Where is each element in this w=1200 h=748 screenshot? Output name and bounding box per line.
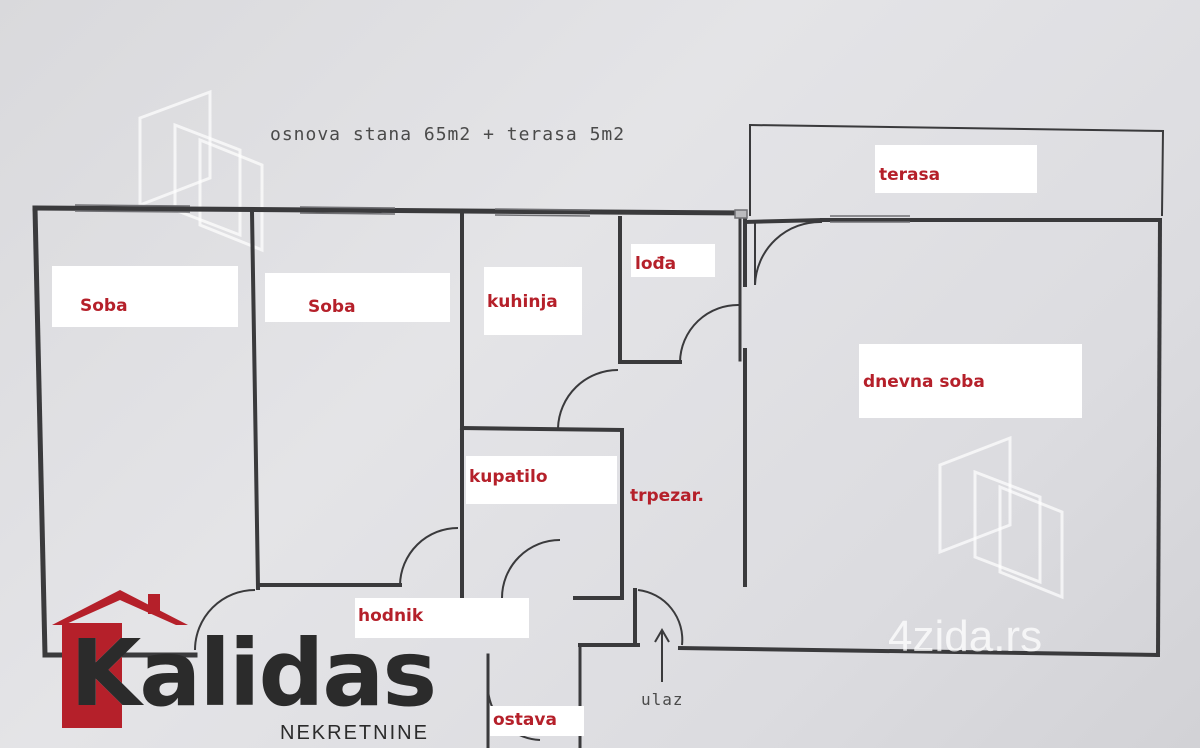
room-label-loda: lođa — [631, 244, 715, 277]
room-label-hodnik: hodnik — [355, 598, 529, 638]
room-label-dnevna-soba: dnevna soba — [859, 344, 1082, 418]
door-swings — [194, 220, 823, 741]
plan-caption: osnova stana 65m2 + terasa 5m2 — [270, 124, 626, 145]
entrance-label: ulaz — [641, 690, 684, 709]
room-label-kuhinja: kuhinja — [484, 267, 582, 335]
watermark-cube-icon — [138, 89, 264, 253]
windows — [74, 204, 910, 223]
room-label-kupatilo: kupatilo — [466, 456, 617, 504]
house-icon — [52, 590, 188, 728]
room-label-trpezar: trpezar. — [630, 486, 704, 506]
entrance-arrow-icon — [654, 628, 670, 682]
logo-name: Kalidas — [70, 620, 437, 727]
room-label-soba-1: Soba — [52, 266, 238, 327]
walls — [32, 123, 1165, 748]
watermark-text: 4zida.rs — [888, 612, 1043, 661]
room-label-soba-2: Soba — [265, 273, 450, 322]
watermark-cube-icon-2 — [938, 435, 1064, 600]
room-label-terasa: terasa — [875, 145, 1037, 193]
logo-subtitle: NEKRETNINE — [280, 722, 429, 744]
room-label-ostava: ostava — [490, 706, 584, 736]
